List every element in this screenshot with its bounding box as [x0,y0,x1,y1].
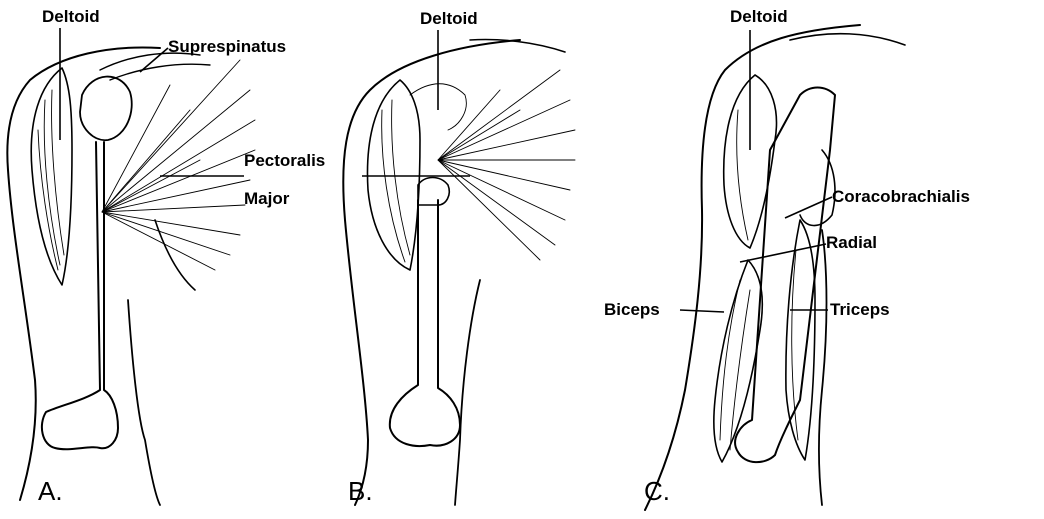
panel-b-deltoid-label: Deltoid [420,9,478,28]
panel-b-pectoralis-fibres [438,70,575,260]
panel-a-letter: A. [38,476,63,506]
panel-c-triceps-muscle [786,220,815,460]
panel-b-letter: B. [348,476,373,506]
panel-a-supraspinatus-leader [140,48,168,72]
panel-a-major-label: Major [244,189,290,208]
panel-b-deltoid-muscle [367,80,420,270]
panel-c [645,25,905,510]
panel-a-supraspinatus-label: Suprespinatus [168,37,286,56]
panel-b [343,40,575,506]
panel-a-arm-outline [7,47,160,500]
panel-a-pectoralis-fibres [102,60,255,270]
panel-c-deltoid-label: Deltoid [730,7,788,26]
panel-c-inner-outline [819,230,827,505]
panel-a-deltoid-label: Deltoid [42,7,100,26]
panel-a-inner-outline [128,300,160,505]
panel-c-coracobrachialis-leader [785,197,832,218]
panel-a-humerus [42,142,118,449]
panel-a-pectoralis-label: Pectoralis [244,151,325,170]
panel-a-humerus-head [80,77,132,141]
panel-c-coracobrachialis-muscle [800,150,835,226]
panel-c-radial-label: Radial [826,233,877,252]
panel-c-biceps-leader [680,310,724,312]
panel-c-biceps-label: Biceps [604,300,660,319]
panel-b-inner-outline [455,280,480,505]
panel-a [7,47,255,505]
panel-b-humerus [390,200,460,446]
panel-a-chest-outline [155,220,195,290]
panel-c-triceps-label: Triceps [830,300,890,319]
panel-c-letter: C. [644,476,670,506]
panel-a-supraspinatus [100,53,210,80]
panel-b-arm-outline [343,40,520,505]
panel-c-arm-outline [645,25,860,510]
panel-c-coracobrachialis-label: Coracobrachialis [832,187,970,206]
